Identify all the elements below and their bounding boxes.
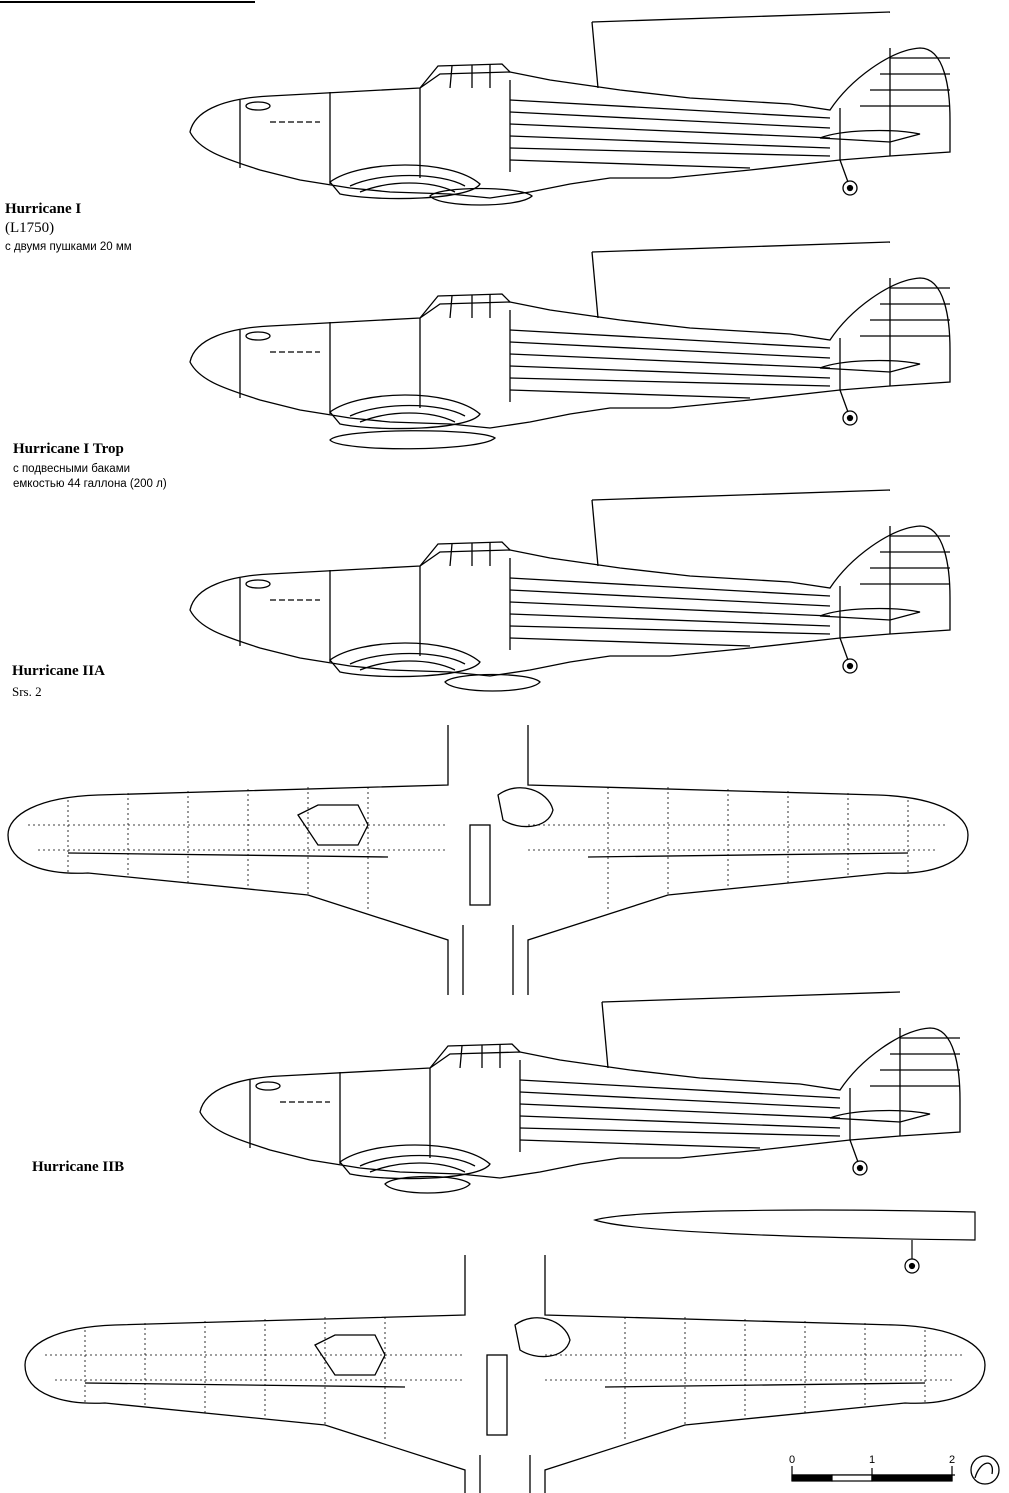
planform-lower (24, 1254, 986, 1493)
scale-tick-2: 2 (949, 1454, 956, 1466)
signature-mark (970, 1455, 1000, 1485)
label-hurricane-i-trop-note1: с подвесными баками (13, 463, 131, 475)
label-hurricane-i-note: с двумя пушками 20 мм (5, 241, 132, 253)
profile-hurricane-i-trop (189, 241, 951, 450)
label-hurricane-i: Hurricane I (5, 201, 82, 217)
profile-hurricane-iib (199, 991, 961, 1194)
label-hurricane-i-trop-note2: емкостью 44 галлона (200 л) (13, 478, 167, 490)
scale-tick-0: 0 (789, 1454, 796, 1466)
label-hurricane-i-trop: Hurricane I Trop (13, 441, 124, 457)
profile-hurricane-iia (189, 489, 951, 692)
label-hurricane-iia-series: Srs. 2 (12, 684, 42, 699)
profile-hurricane-i (189, 11, 951, 206)
detail-section (592, 1209, 976, 1274)
label-hurricane-iia: Hurricane IIA (12, 663, 105, 679)
scale-tick-1: 1 (869, 1454, 876, 1466)
label-hurricane-iib: Hurricane IIB (32, 1159, 125, 1175)
label-hurricane-i-serial: (L1750) (5, 220, 55, 236)
scale-bar (791, 1466, 955, 1482)
planform-upper (7, 724, 969, 996)
